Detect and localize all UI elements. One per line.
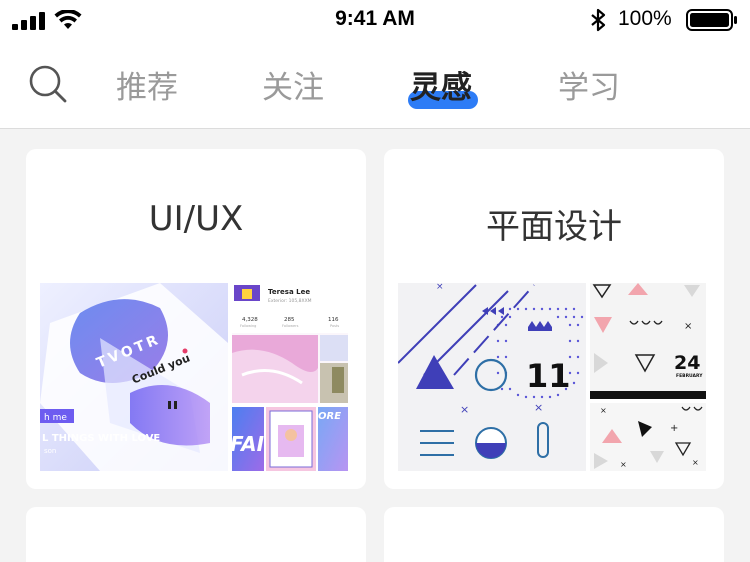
profile-name: Teresa Lee xyxy=(268,288,310,296)
profile-stat-2: 285 xyxy=(284,317,295,323)
svg-text:×: × xyxy=(460,403,469,416)
uiux-thumb-bottom: FAI ORE xyxy=(232,407,348,471)
status-time: 9:41 AM xyxy=(335,7,415,30)
tab-recommend[interactable]: 推荐 xyxy=(116,70,178,106)
status-bar: 9:41 AM 100% xyxy=(0,0,750,40)
bluetooth-icon xyxy=(591,8,606,32)
tab-follow[interactable]: 关注 xyxy=(262,70,324,106)
battery-full-icon xyxy=(686,9,737,31)
poster-side-month: FEBRUARY xyxy=(676,373,703,379)
cellular-signal-icon xyxy=(12,12,45,30)
category-card-uiux[interactable]: UI/UX h me L THINGS WITH LOVE xyxy=(26,149,366,489)
svg-text:×: × xyxy=(600,406,607,415)
banner-sub: son xyxy=(44,447,56,455)
category-card-partial-left[interactable] xyxy=(26,507,366,562)
bottom-left-text: FAI xyxy=(232,432,265,456)
card-title: 平面设计 xyxy=(486,207,622,247)
profile-stat-label-1: Following xyxy=(240,324,256,328)
svg-text:×: × xyxy=(534,401,543,414)
profile-stat-3: 116 xyxy=(328,317,339,323)
uiux-thumb-profile: Teresa Lee Exterior: 105,8XXM 4,328 285 … xyxy=(232,283,348,403)
profile-stat-1: 4,328 xyxy=(242,317,258,323)
tab-inspiration[interactable]: 灵感 xyxy=(410,62,472,107)
category-card-graphic-design[interactable]: 平面设计 × 11 × × xyxy=(384,149,724,489)
banner-tag: h me xyxy=(44,413,67,423)
bottom-right-text: ORE xyxy=(318,411,341,422)
uiux-thumb-main: h me L THINGS WITH LOVE son TVOTR Could … xyxy=(40,283,228,471)
profile-stat-label-3: Posts xyxy=(330,324,339,328)
svg-text:×: × xyxy=(684,321,692,332)
graphic-thumb-main: × 11 × × xyxy=(398,283,586,471)
poster-side-number: 24 xyxy=(674,352,700,374)
top-nav-bar: 推荐 关注 灵感 学习 xyxy=(0,40,750,129)
svg-text:×: × xyxy=(620,460,627,469)
profile-subtitle: Exterior: 105,8XXM xyxy=(268,298,312,304)
battery-percent: 100% xyxy=(618,7,672,30)
graphic-thumb-bottom: × + × × xyxy=(590,403,706,471)
profile-stat-label-2: Followers xyxy=(282,324,299,328)
search-icon[interactable] xyxy=(28,64,68,104)
card-title: UI/UX xyxy=(148,199,244,239)
tab-learn[interactable]: 学习 xyxy=(558,70,620,106)
category-card-partial-right[interactable] xyxy=(384,507,724,562)
active-tab-indicator xyxy=(408,91,478,109)
poster-number: 11 xyxy=(526,357,571,395)
svg-text:×: × xyxy=(436,283,444,292)
banner-text: L THINGS WITH LOVE xyxy=(42,433,160,444)
svg-text:+: + xyxy=(670,423,678,434)
tab-inspiration-label: 灵感 xyxy=(410,70,472,106)
wifi-icon xyxy=(54,10,82,29)
svg-text:×: × xyxy=(692,458,699,467)
graphic-thumb-side: × 24 FEBRUARY xyxy=(590,283,706,399)
